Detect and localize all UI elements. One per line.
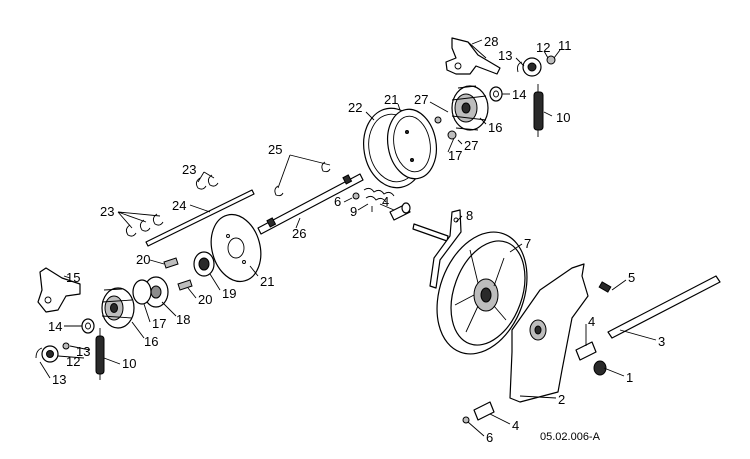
axle-part-24	[145, 189, 255, 247]
label-9: 9	[350, 204, 357, 219]
rod-part-3	[607, 275, 721, 339]
label-16-top: 16	[488, 120, 502, 135]
bearing-part-12-left	[35, 342, 70, 363]
label-26: 26	[292, 226, 306, 241]
label-6-bottom: 6	[486, 430, 493, 445]
lever-part-8	[412, 209, 462, 289]
label-13-top: 13	[498, 48, 512, 63]
label-12-left: 12	[66, 354, 80, 369]
label-17-top: 17	[448, 148, 462, 163]
label-24: 24	[172, 198, 186, 213]
bushing-part-4-mid	[575, 341, 597, 361]
plate-part-18	[143, 276, 169, 308]
spring-part-10-left	[95, 328, 105, 380]
label-27-b: 27	[464, 138, 478, 153]
screws-part-20	[163, 257, 193, 291]
label-2: 2	[558, 392, 565, 407]
nut-part-6-bottom	[462, 416, 470, 424]
label-28: 28	[484, 34, 498, 49]
label-8: 8	[466, 208, 473, 223]
label-25: 25	[268, 142, 282, 157]
label-19: 19	[222, 286, 236, 301]
label-7: 7	[524, 236, 531, 251]
label-3: 3	[658, 334, 665, 349]
pin-part-5	[598, 281, 612, 293]
label-4-top: 4	[382, 194, 389, 209]
washer-part-14-left	[81, 318, 95, 334]
label-14-top: 14	[512, 87, 526, 102]
bracket-part-15	[37, 267, 81, 313]
label-21-left: 21	[260, 274, 274, 289]
hub-part-19	[193, 251, 215, 277]
plate-part-2	[509, 263, 589, 403]
label-4-mid: 4	[588, 314, 595, 329]
spring-part-9	[363, 187, 395, 212]
label-5: 5	[628, 270, 635, 285]
label-22: 22	[348, 100, 362, 115]
bushing-part-4-bottom	[473, 401, 495, 421]
bracket-part-28	[445, 37, 501, 75]
wheel-part-7	[436, 231, 528, 355]
clips-part-25	[274, 161, 331, 197]
disc-part-21-left	[210, 213, 262, 283]
label-17-left: 17	[152, 316, 166, 331]
label-14-left: 14	[48, 319, 62, 334]
shaft-part-26	[257, 173, 364, 235]
leader-lines	[39, 39, 657, 437]
pin-part-27	[434, 116, 457, 140]
label-10-left: 10	[122, 356, 136, 371]
washer-part-14-top	[489, 86, 503, 102]
label-21-top: 21	[384, 92, 398, 107]
label-13-bottom: 13	[52, 372, 66, 387]
gear-part-16-left	[101, 287, 135, 329]
label-20-a: 20	[136, 252, 150, 267]
label-6-top: 6	[334, 194, 341, 209]
label-13-mid: 13	[76, 344, 90, 359]
bearing-part-12-top	[517, 55, 556, 77]
gear-part-16-top	[451, 85, 489, 131]
label-27-a: 27	[414, 92, 428, 107]
label-11: 11	[558, 38, 572, 53]
bearing-part-17-left	[132, 279, 152, 305]
spring-part-10-top	[533, 84, 544, 137]
nut-part-1	[593, 360, 607, 376]
bushing-part-4-top	[389, 202, 411, 221]
label-23-top: 23	[182, 162, 196, 177]
label-4-bottom: 4	[512, 418, 519, 433]
callout-labels: 28 13 12 11 14 10 16 27 27 17 21 22 25 2…	[48, 34, 665, 445]
nut-part-6-top	[352, 192, 360, 200]
drawing-code: 05.02.006-A	[540, 431, 601, 443]
label-20-b: 20	[198, 292, 212, 307]
label-10-top: 10	[556, 110, 570, 125]
label-15: 15	[66, 270, 80, 285]
label-1: 1	[626, 370, 633, 385]
label-12-top: 12	[536, 40, 550, 55]
label-23-left: 23	[100, 204, 114, 219]
label-18: 18	[176, 312, 190, 327]
drum-part-21-top	[386, 108, 438, 180]
clips-part-23	[125, 174, 219, 237]
label-16-left: 16	[144, 334, 158, 349]
